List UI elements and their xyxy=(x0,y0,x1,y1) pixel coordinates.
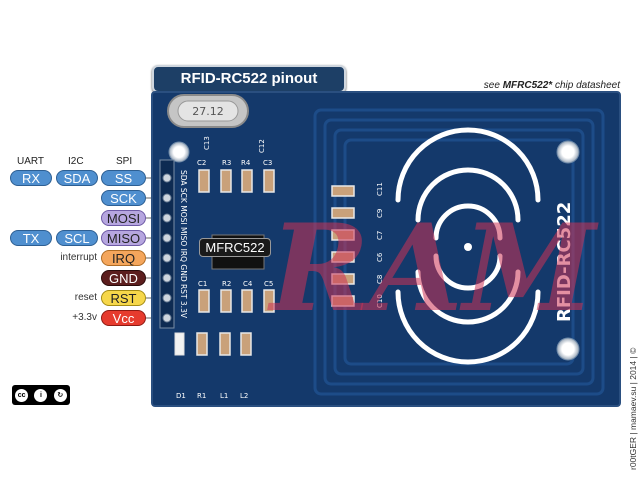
page-title: RFID-RC522 pinout xyxy=(152,65,346,93)
spi-heading: SPI xyxy=(116,156,133,167)
pin-rst: RST xyxy=(101,290,146,306)
pin-irq: IRQ xyxy=(101,250,146,266)
by-icon: i xyxy=(34,388,48,402)
silk-c13: C13 xyxy=(203,136,211,150)
silk-r2: R2 xyxy=(222,280,231,288)
i2c-scl-pin: SCL xyxy=(56,230,98,246)
silk-c9: C9 xyxy=(376,209,384,218)
pin-sck: SCK xyxy=(101,190,146,206)
capacitor-column xyxy=(331,185,355,307)
note-suffix: chip datasheet xyxy=(552,80,620,91)
wireless-symbol xyxy=(395,127,541,365)
uart-heading: UART xyxy=(17,156,45,167)
crystal-label: 27.12 xyxy=(192,105,224,118)
uart-rx-pin: RX xyxy=(10,170,52,186)
pin-mosi: MOSI xyxy=(101,210,146,226)
header-silkscreen: SDA SCK MOSI MISO IRQ GND RST 3.3V xyxy=(179,170,188,319)
i2c-heading: I2C xyxy=(68,156,84,167)
pin-ss: SS xyxy=(101,170,146,186)
silk-r4: R4 xyxy=(241,159,251,167)
note-chip: MFRC522* xyxy=(502,80,553,91)
silk-c10: C10 xyxy=(376,294,384,308)
silk-c6: C6 xyxy=(376,252,384,262)
silk-c12: C12 xyxy=(258,139,266,153)
chip-label: MFRC522 xyxy=(199,238,271,257)
reset-label: reset xyxy=(74,292,97,303)
silk-c4: C4 xyxy=(243,280,253,288)
uart-tx-pin: TX xyxy=(10,230,52,246)
led-d1 xyxy=(174,332,185,356)
silk-d1: D1 xyxy=(176,392,186,400)
silk-c8: C8 xyxy=(376,275,384,284)
silk-l1: L1 xyxy=(220,392,228,400)
pin-miso: MISO xyxy=(101,230,146,246)
silk-c3: C3 xyxy=(263,159,272,167)
pin-gnd: GND xyxy=(101,270,146,286)
credit-text: r00tGER | mamaev.su | 2014 | © xyxy=(628,347,638,470)
pin-header xyxy=(159,159,175,329)
voltage-label: +3.3v xyxy=(72,312,97,323)
silk-r1: R1 xyxy=(197,392,206,400)
silk-c1: C1 xyxy=(198,280,207,288)
silk-c5: C5 xyxy=(264,280,273,288)
silk-c7: C7 xyxy=(376,231,384,240)
note-prefix: see xyxy=(483,80,503,91)
i2c-sda-pin: SDA xyxy=(56,170,98,186)
silk-l2: L2 xyxy=(240,392,248,400)
watermark-logo: RAM xyxy=(267,198,599,339)
mount-hole-top-right xyxy=(556,140,580,164)
cc-icon: cc xyxy=(15,388,29,402)
cc-license-badge: cc i ↻ xyxy=(12,385,70,405)
rc522-board: 27.12 C13 C12 C2 R3 R4 C3 C1 R2 C4 C5 D1… xyxy=(151,91,621,407)
interrupt-label: interrupt xyxy=(60,252,97,263)
silk-c2: C2 xyxy=(197,159,206,167)
datasheet-note: see MFRC522* chip datasheet xyxy=(484,80,620,91)
silk-c11: C11 xyxy=(376,182,384,196)
board-name: RFID-RC522 xyxy=(554,202,575,322)
sa-icon: ↻ xyxy=(53,388,67,402)
mount-hole-bottom-right xyxy=(556,337,580,361)
mount-hole-top-left xyxy=(168,141,190,163)
pin-vcc: Vcc xyxy=(101,310,146,326)
silk-r3: R3 xyxy=(222,159,231,167)
